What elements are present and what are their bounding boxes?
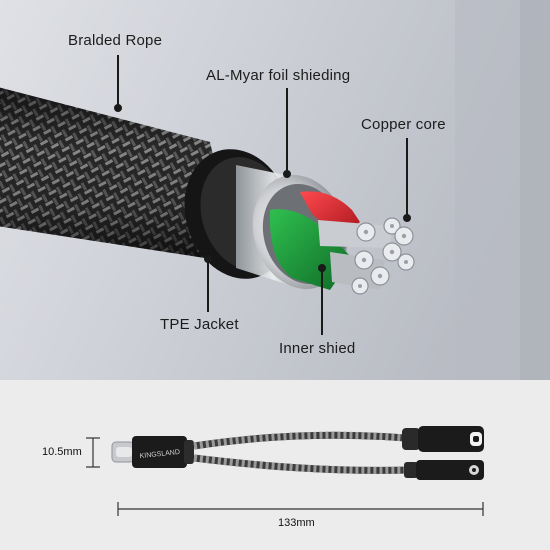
brand-logo: KINGSLAND [139, 449, 180, 460]
copper-core-label: Copper core [361, 116, 446, 133]
cable-illustration [0, 0, 550, 380]
height-dimension-line [86, 437, 100, 468]
inner-shield-label: Inner shied [279, 340, 356, 357]
cable-structure-panel: Bralded Rope AL-Myar foil shieding Coppe… [0, 0, 550, 380]
foil-shielding-label: AL-Myar foil shieding [206, 67, 351, 84]
audio-jack-port [404, 460, 484, 480]
braided-cables [193, 431, 411, 474]
copper-strands [318, 217, 415, 295]
tpe-jacket-label: TPE Jacket [160, 316, 239, 333]
height-dimension-label: 10.5mm [42, 446, 82, 458]
length-dimension-label: 133mm [278, 517, 315, 529]
adapter-drawing: KINGSLAND [86, 426, 484, 516]
usb-c-female-port [402, 426, 484, 452]
callout-lines [114, 55, 411, 335]
usb-c-plug [111, 436, 194, 468]
dimensions-panel: KINGSLAND [0, 380, 550, 550]
length-dimension-line [117, 502, 484, 516]
braided-rope-label: Bralded Rope [68, 32, 163, 49]
